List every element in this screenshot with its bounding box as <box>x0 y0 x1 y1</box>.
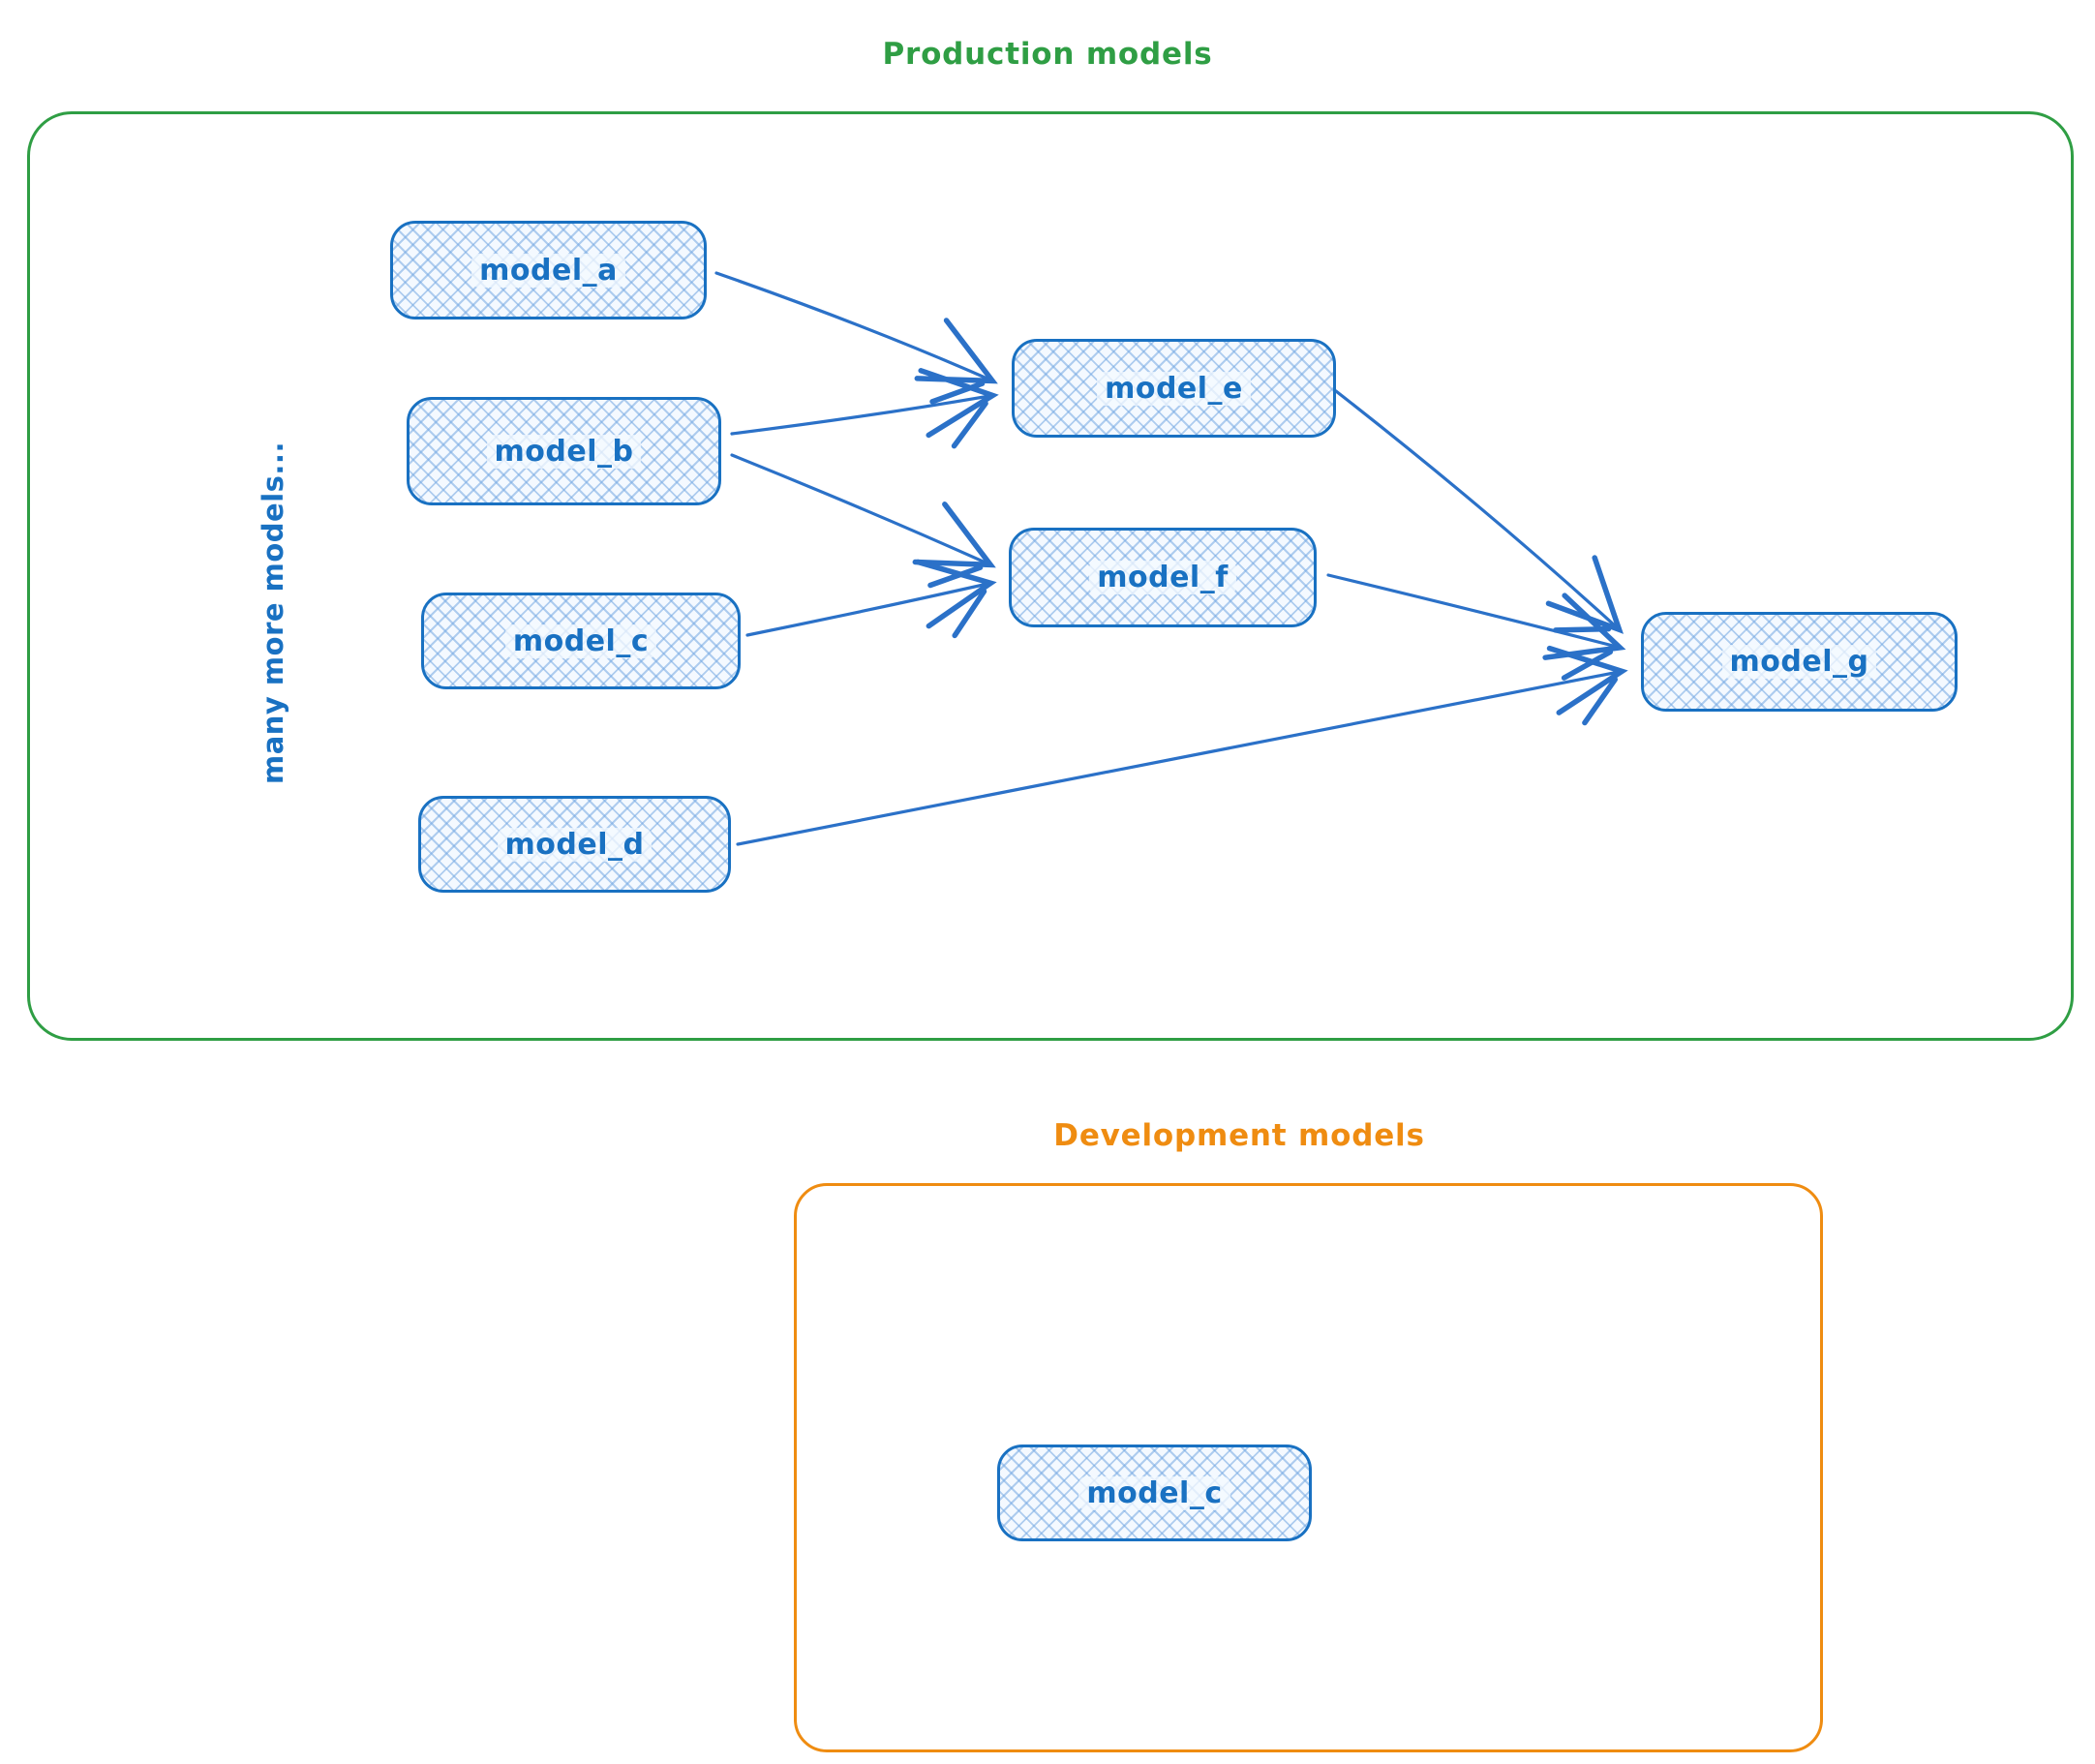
node-label-model-c: model_c <box>504 623 657 658</box>
many-more-models-note: many more models... <box>257 441 289 784</box>
production-section-title: Production models <box>882 37 1213 72</box>
node-model-b: model_b <box>407 397 721 505</box>
node-model-g: model_g <box>1641 612 1958 712</box>
node-model-c: model_c <box>421 593 741 689</box>
node-label-model-g: model_g <box>1721 645 1877 679</box>
node-model-f: model_f <box>1009 528 1317 627</box>
node-model-a: model_a <box>390 221 707 319</box>
node-label-model-d: model_d <box>497 827 653 862</box>
node-label-model-f: model_f <box>1089 561 1236 594</box>
node-model-c-dev: model_c <box>997 1445 1312 1541</box>
node-label-model-e: model_e <box>1097 371 1251 406</box>
development-container <box>794 1183 1823 1752</box>
node-label-model-a: model_a <box>471 253 625 288</box>
node-label-model-c-dev: model_c <box>1078 1475 1230 1510</box>
node-model-d: model_d <box>418 796 731 893</box>
development-section-title: Development models <box>1053 1118 1425 1153</box>
node-model-e: model_e <box>1012 339 1336 438</box>
node-label-model-b: model_b <box>486 434 642 469</box>
production-container <box>27 111 2074 1041</box>
